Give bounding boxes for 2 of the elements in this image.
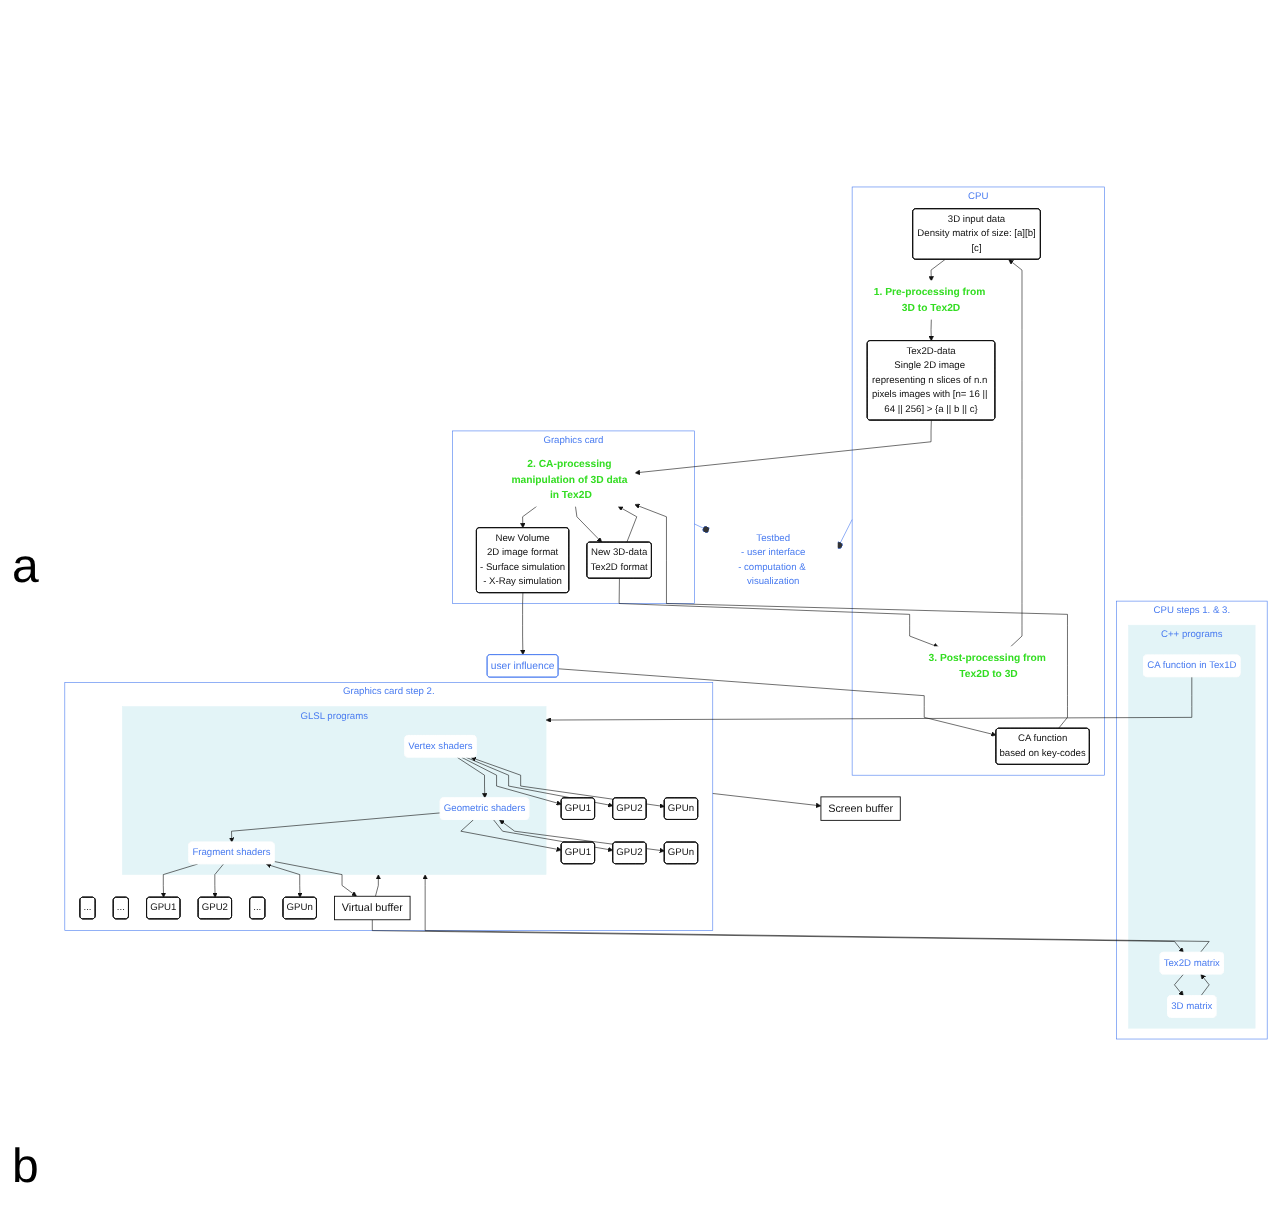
panel-letter: b [12,1140,39,1196]
panel-letter: a [12,540,39,596]
